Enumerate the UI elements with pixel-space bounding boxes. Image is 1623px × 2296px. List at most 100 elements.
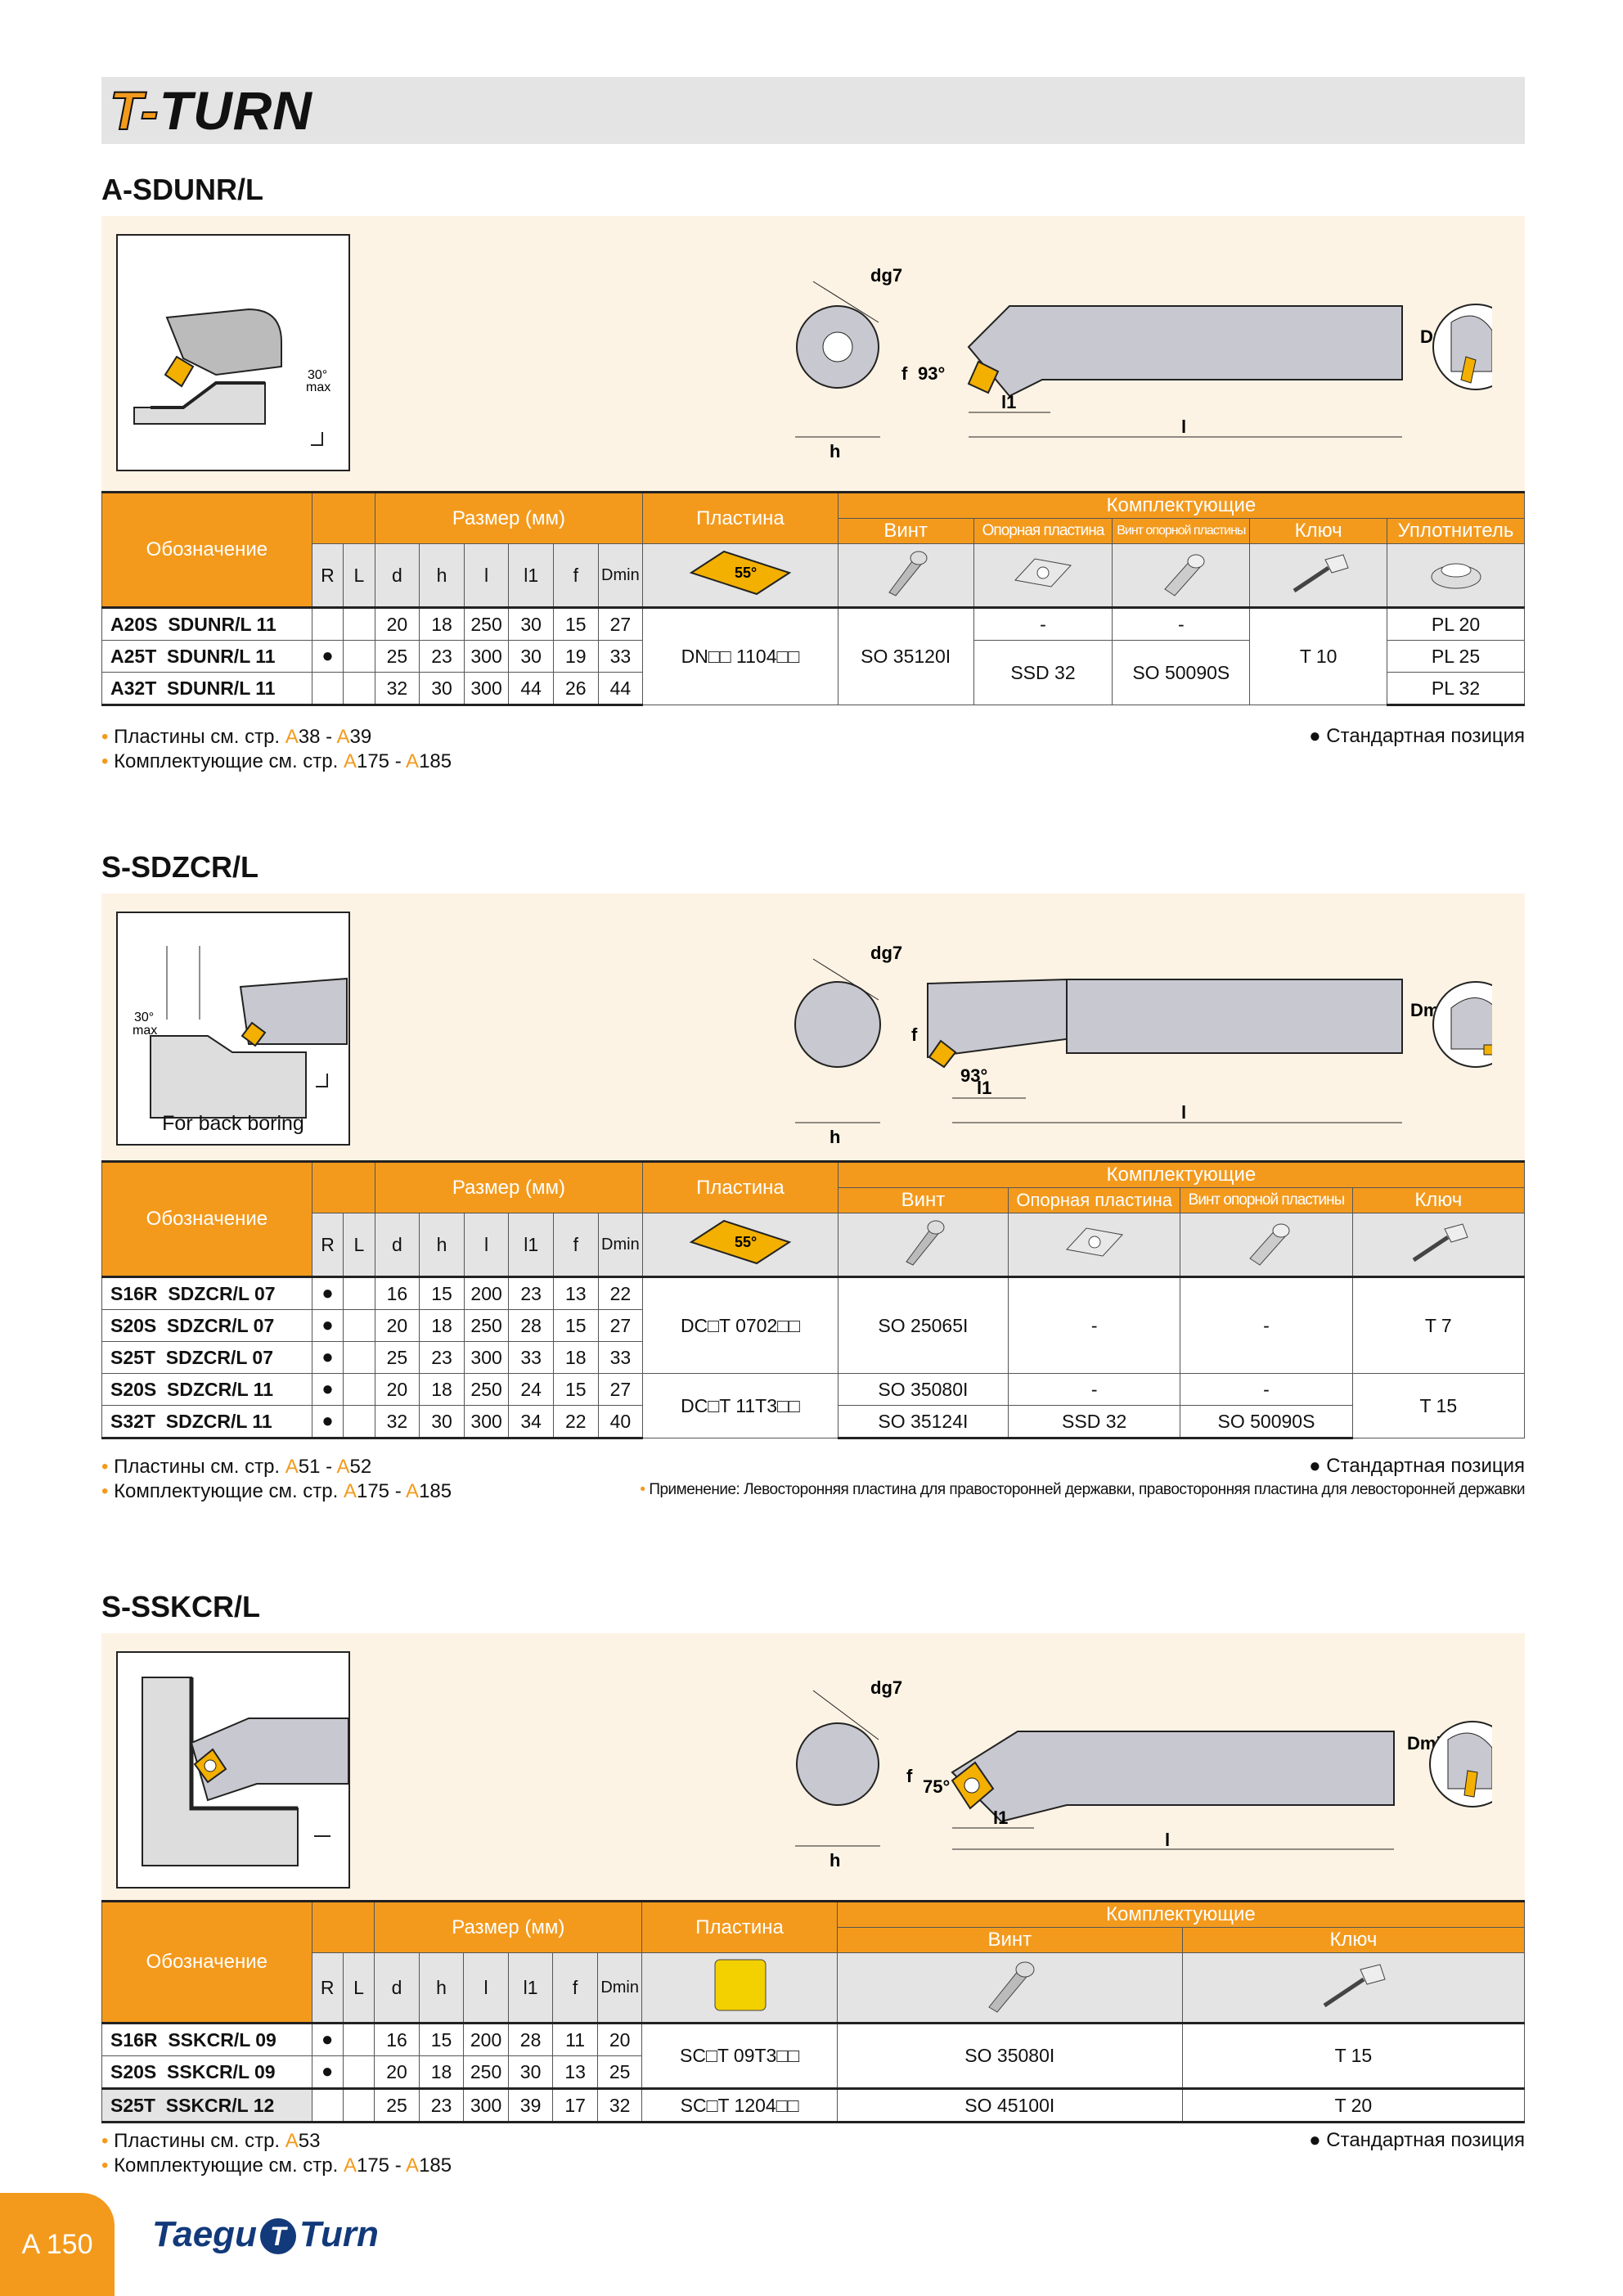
screw-icon <box>836 1952 1183 2024</box>
key-header: Ключ <box>1351 1187 1526 1213</box>
table-row: S25T SSKCR/L 12 25 23 300 39 17 32 SC□T … <box>101 2087 1526 2123</box>
seal-icon <box>1387 543 1525 608</box>
angle-label: 93° <box>918 363 945 384</box>
f-label: f <box>901 363 908 384</box>
standard-note: ● Стандартная позиция <box>1309 1455 1525 1477</box>
key-code: T 15 <box>1181 2022 1526 2089</box>
screw-code: SO 25065I <box>837 1276 1009 1374</box>
shim-screw-header: Винт опорной пластины <box>1112 518 1251 544</box>
shim-screw-code: SO 50090S <box>1112 640 1251 705</box>
shim-code: SSD 32 <box>973 640 1113 705</box>
screw-code: SO 45100I <box>836 2087 1183 2123</box>
angle-label: 75° <box>923 1776 950 1797</box>
f-label: f <box>911 1024 918 1045</box>
notes-sskcr: • Пластины см. стр. A53 • Комплектующие … <box>101 2130 452 2177</box>
col-dmin: Dmin <box>597 543 644 608</box>
shim-screw-icon <box>1180 1213 1353 1277</box>
svg-text:55°: 55° <box>735 1234 757 1250</box>
dg7-label: dg7 <box>870 943 902 963</box>
seal-header: Уплотнитель <box>1387 518 1525 544</box>
components-header: Комплектующие <box>837 491 1526 519</box>
col-d: d <box>374 543 420 608</box>
col-r: R <box>311 543 344 608</box>
back-boring-caption: For back boring <box>162 1112 304 1135</box>
shim-header: Опорная пластина <box>973 518 1113 544</box>
screw-header: Винт <box>837 518 974 544</box>
shim-screw-icon <box>1112 543 1251 608</box>
table-row: S32T SDZCR/L 11 ● 32 30 300 34 22 40 SO … <box>101 1405 1525 1439</box>
key-code: T 20 <box>1181 2087 1526 2123</box>
designation-header: Обозначение <box>101 491 312 608</box>
max-label: max <box>306 380 330 394</box>
table-row: S16R SDZCR/L 07 ● 16 15 200 23 13 22 DC□… <box>101 1276 1526 1374</box>
application-inset-sdunr: 30° max <box>116 234 350 471</box>
max-label: max <box>133 1024 157 1038</box>
header-bar: T-TURN <box>101 77 1525 144</box>
key-icon <box>1351 1213 1526 1277</box>
insert-code: DC□T 11T3□□ <box>642 1373 838 1438</box>
section-title-sdunr: A-SDUNR/L <box>101 173 263 206</box>
components-header: Комплектующие <box>836 1900 1526 1928</box>
screw-header: Винт <box>837 1187 1009 1213</box>
insert-header: Пластина <box>642 1160 838 1213</box>
size-header: Размер (мм) <box>374 1900 643 1953</box>
key-header: Ключ <box>1249 518 1388 544</box>
table-row: S20S SSKCR/L 09 ● 20 18 250 30 13 25 <box>101 2055 1525 2089</box>
h-label: h <box>829 1127 840 1147</box>
table-row: S25T SDZCR/L 07 ● 25 23 300 33 18 33 <box>101 1341 1525 1374</box>
t-logo-icon: T <box>259 2218 296 2255</box>
col-f: f <box>552 543 599 608</box>
col-length: l <box>463 543 510 608</box>
t-turn-logo: T-TURN <box>109 80 312 141</box>
shim-header: Опорная пластина <box>1008 1187 1181 1213</box>
standard-note: ● Стандартная позиция <box>1309 2129 1525 2151</box>
col-l: L <box>343 543 375 608</box>
screw-header: Винт <box>836 1927 1183 1953</box>
col-l1: l1 <box>508 543 554 608</box>
spec-table-sdunr: Обозначение Размер (мм) Пластина Комплек… <box>101 491 1526 706</box>
l1-label: l1 <box>977 1078 991 1098</box>
application-inset-sdzcr: 30° max For back boring <box>116 912 350 1146</box>
drawing-area-sdunr: 30° max dg7 h 93° f l1 l Dmin <box>101 216 1525 491</box>
insert-code: SC□T 1204□□ <box>641 2087 838 2123</box>
table-row: S20S SDZCR/L 07 ● 20 18 250 28 15 27 <box>101 1309 1525 1342</box>
shim-icon <box>1008 1213 1181 1277</box>
application-inset-sskcr <box>116 1651 350 1889</box>
insert-header: Пластина <box>642 491 838 544</box>
insert-55-icon: 55° <box>642 1213 838 1277</box>
size-header: Размер (мм) <box>374 491 644 544</box>
h-label: h <box>829 441 840 461</box>
page-number: A 150 <box>0 2193 115 2296</box>
dg7-label: dg7 <box>870 1677 902 1698</box>
key-header: Ключ <box>1181 1927 1526 1953</box>
angle-30-label: 30° <box>308 368 327 382</box>
svg-text:55°: 55° <box>735 565 757 581</box>
screw-code: SO 35080I <box>836 2022 1183 2089</box>
key-icon <box>1181 1952 1526 2024</box>
notes-sdunr: • Пластины см. стр. A38 - A39 • Комплект… <box>101 726 452 772</box>
square-insert-icon <box>641 1952 838 2024</box>
components-header: Комплектующие <box>837 1160 1526 1188</box>
section-title-sskcr: S-SSKCR/L <box>101 1590 261 1623</box>
dg7-label: dg7 <box>870 265 902 286</box>
designation-header: Обозначение <box>101 1900 312 2024</box>
tool-diagram-sdunr: dg7 h 93° f l1 l Dmin <box>795 265 1492 461</box>
key-icon <box>1249 543 1388 608</box>
key-code: T 15 <box>1351 1373 1526 1438</box>
shim-screw-header: Винт опорной пластины <box>1180 1187 1353 1213</box>
table-row: A20S SDUNR/L 11 20 18 250 30 15 27 DN□□ … <box>101 606 1525 705</box>
insert-header: Пластина <box>641 1900 838 1953</box>
drawing-area-sdzcr: 30° max For back boring dg7 h 93° f l1 l… <box>101 894 1525 1168</box>
shim-icon <box>973 543 1113 608</box>
l-label: l <box>1181 1102 1186 1123</box>
l1-label: l1 <box>1001 392 1016 412</box>
standard-note: ● Стандартная позиция <box>1309 725 1525 747</box>
table-row: S16R SSKCR/L 09 ● 16 15 200 28 11 20 SC□… <box>101 2022 1526 2089</box>
tool-diagram-sdzcr: dg7 h 93° f l1 l Dmin <box>794 943 1492 1147</box>
insert-code: SC□T 09T3□□ <box>641 2022 838 2089</box>
angle-label: 93° <box>960 1065 987 1086</box>
section-title-sdzcr: S-SDZCR/L <box>101 850 259 884</box>
screw-code: SO 35120I <box>837 606 974 705</box>
angle-30-label: 30° <box>134 1011 154 1024</box>
tool-diagram-sskcr: dg7 h 75° f l1 l Dmin <box>795 1677 1492 1871</box>
